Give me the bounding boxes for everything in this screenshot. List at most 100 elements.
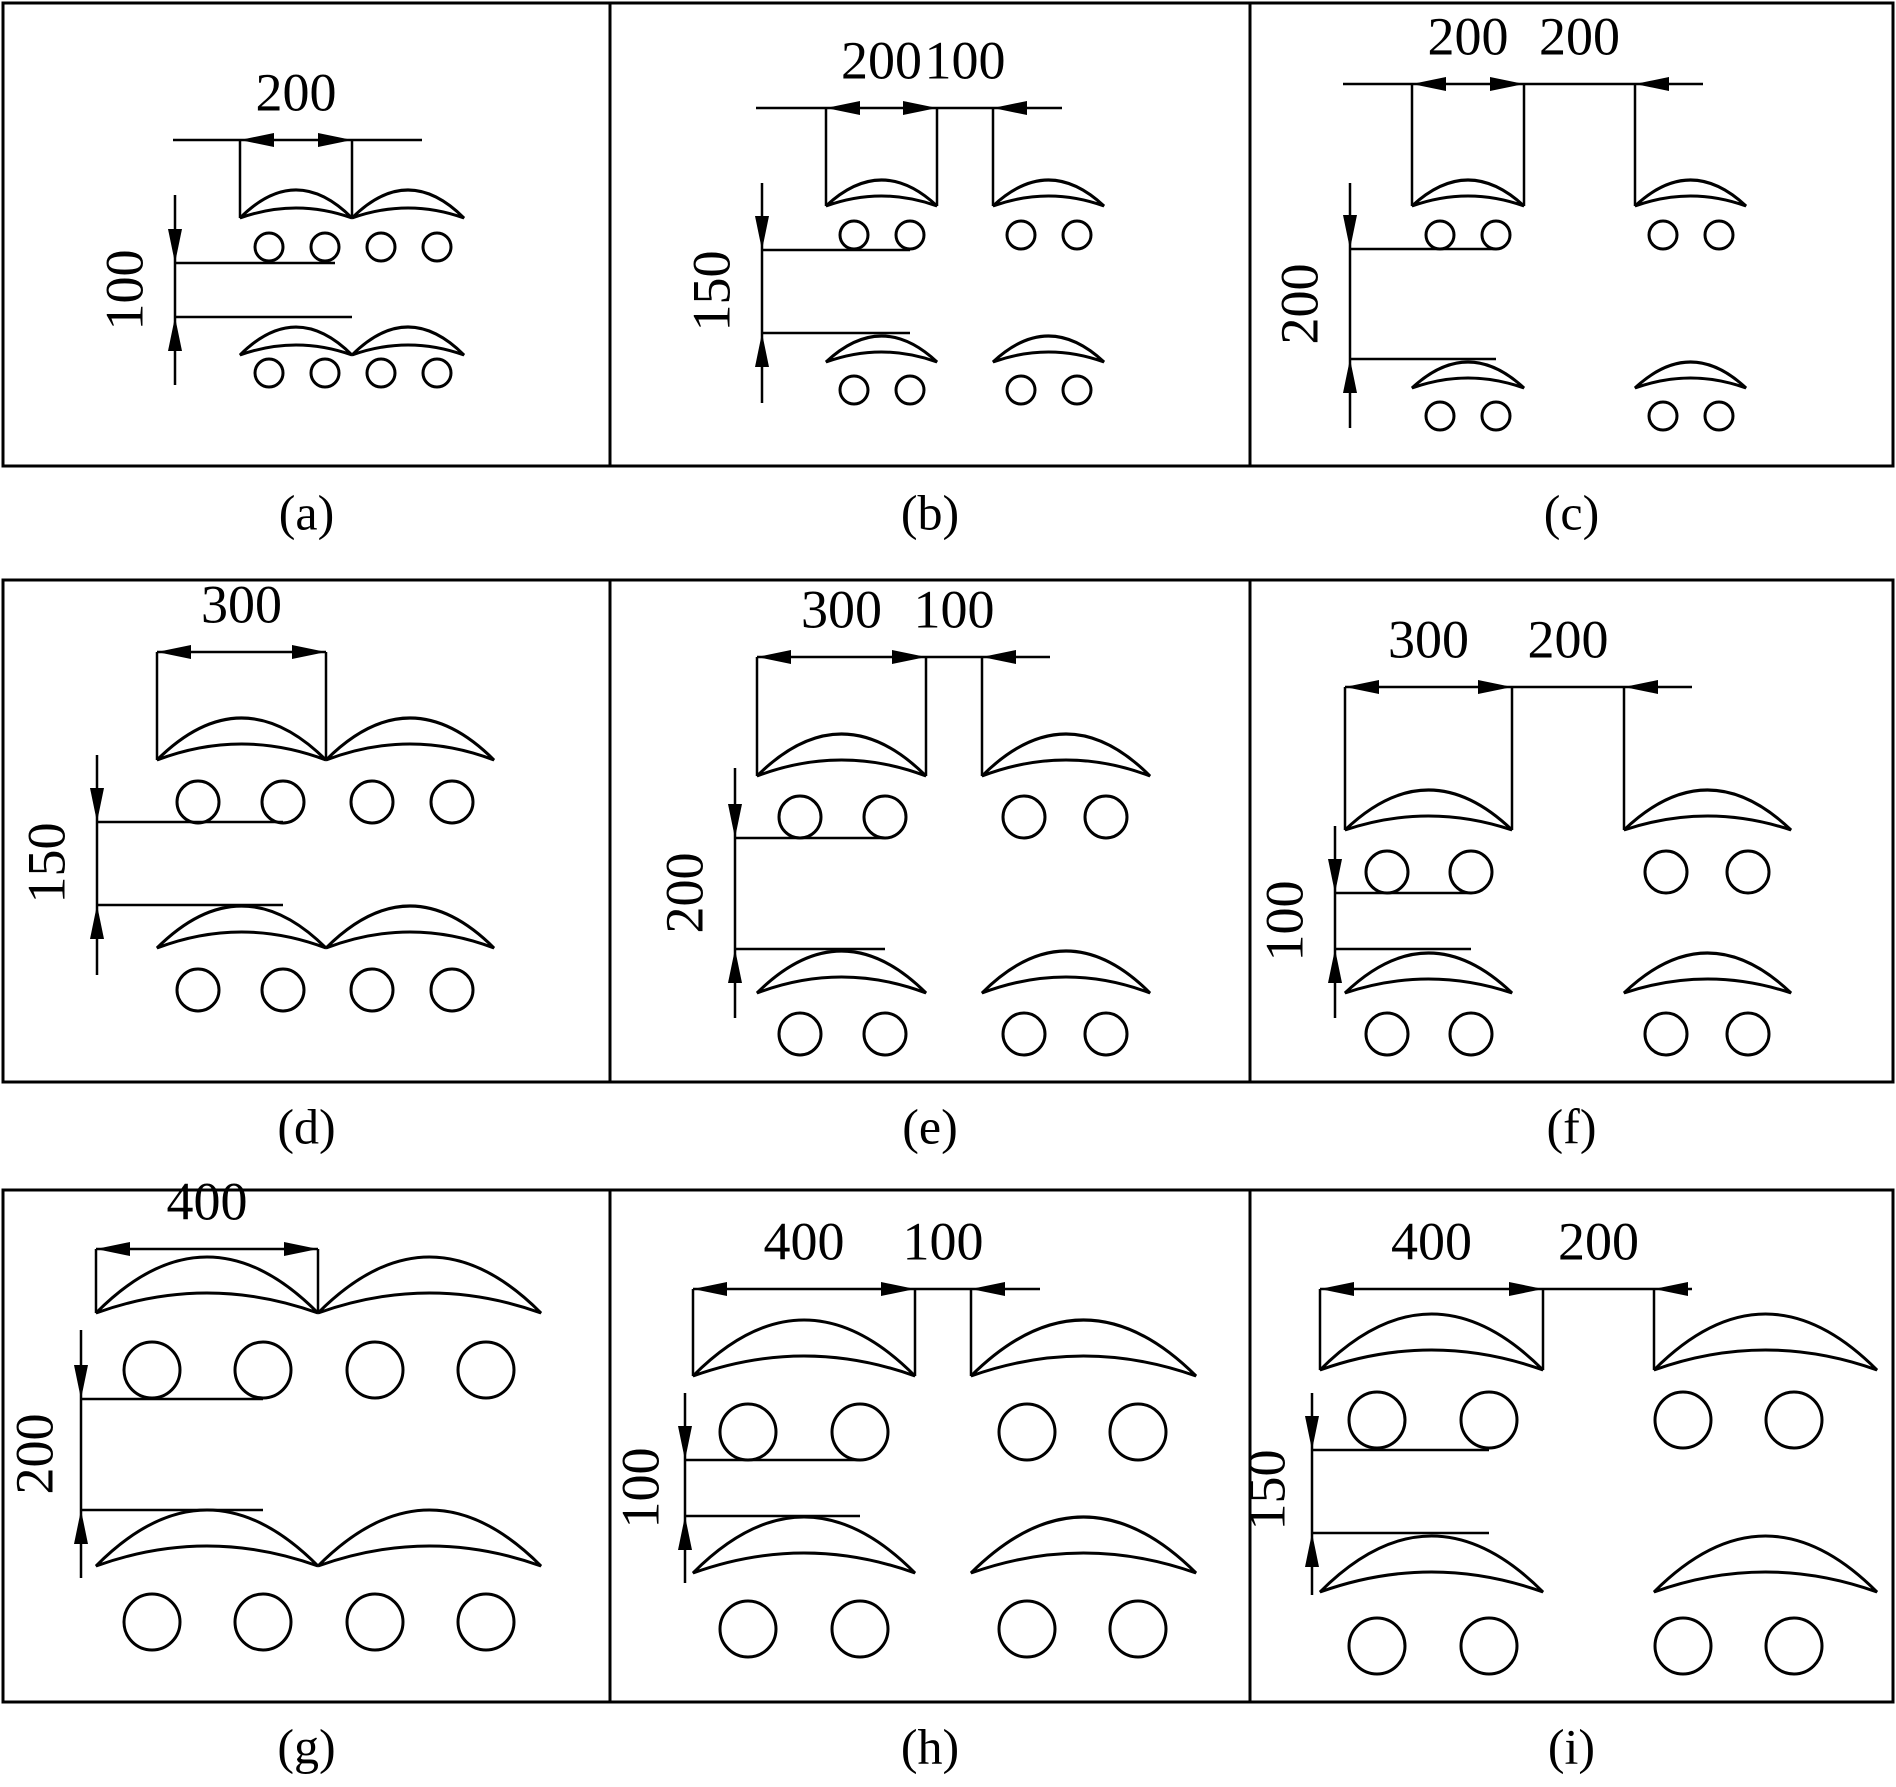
blade-section <box>691 1515 917 1575</box>
vertical-dimension-label: 200 <box>654 853 714 934</box>
bolt-circle <box>1005 374 1037 406</box>
blade-section <box>824 334 939 364</box>
arrowhead-up <box>168 317 182 351</box>
panel-caption: (a) <box>279 484 335 540</box>
blade-section <box>1633 178 1748 208</box>
arrowhead-right <box>292 645 326 659</box>
horizontal-dimension-label: 100 <box>925 30 1006 90</box>
panel-caption: (h) <box>901 1718 959 1774</box>
arrowhead-up <box>678 1516 692 1550</box>
blade-section <box>316 1508 543 1568</box>
arrowhead-right <box>903 101 937 115</box>
blade-section <box>1633 360 1748 390</box>
bolt-circle <box>1005 219 1037 251</box>
panel-frame <box>608 578 1252 1084</box>
horizontal-dimension-label: 200 <box>841 30 922 90</box>
blade-section <box>155 716 328 762</box>
bolt-circle <box>122 1340 182 1400</box>
blade-section <box>691 1318 917 1378</box>
vertical-dimension-label: 150 <box>1236 1450 1296 1531</box>
arrowhead-down <box>1343 215 1357 249</box>
arrowhead-down <box>168 229 182 263</box>
bolt-circle <box>777 794 823 840</box>
arrowhead-right <box>284 1242 318 1256</box>
arrowhead-left <box>157 645 191 659</box>
bolt-circle <box>429 779 475 825</box>
bolt-circle <box>862 794 908 840</box>
vertical-dimension-label: 100 <box>610 1448 670 1529</box>
bolt-circle <box>260 779 306 825</box>
blade-section <box>238 188 354 220</box>
blade-section <box>1622 951 1793 995</box>
horizontal-dimension-label: 400 <box>167 1171 248 1231</box>
blade-section <box>1410 178 1526 208</box>
arrowhead-down <box>90 788 104 822</box>
horizontal-dimension-label: 400 <box>1391 1211 1472 1271</box>
arrowhead-up <box>74 1510 88 1544</box>
blade-section <box>991 178 1106 208</box>
blade-section <box>1343 788 1514 832</box>
bolt-circle <box>1653 1390 1713 1450</box>
arrowhead-left <box>693 1282 727 1296</box>
bolt-circle <box>1448 849 1494 895</box>
bolt-circle <box>233 1340 293 1400</box>
bolt-circle <box>1448 1011 1494 1057</box>
vertical-dimension-label: 150 <box>681 251 741 332</box>
panel-frame <box>1248 1 1895 468</box>
arrowhead-left <box>1654 1282 1688 1296</box>
horizontal-dimension-label: 300 <box>801 579 882 639</box>
bolt-circle <box>997 1402 1057 1462</box>
bolt-circle <box>1347 1616 1407 1676</box>
bolt-circle <box>894 374 926 406</box>
arrowhead-right <box>892 650 926 664</box>
blade-section <box>755 732 928 778</box>
arrowhead-right <box>881 1282 915 1296</box>
vertical-dimension-label: 150 <box>16 823 76 904</box>
bolt-circle <box>1725 849 1771 895</box>
horizontal-dimension-label: 300 <box>201 574 282 634</box>
vertical-dimension-label: 100 <box>94 250 154 331</box>
bolt-circle <box>421 231 453 263</box>
bolt-circle <box>1061 219 1093 251</box>
arrowhead-down <box>678 1426 692 1460</box>
bolt-circle <box>1643 849 1689 895</box>
arrowhead-left <box>993 101 1027 115</box>
vertical-dimension-label: 200 <box>4 1414 64 1495</box>
bolt-circle <box>1643 1011 1689 1057</box>
horizontal-dimension-label: 400 <box>764 1211 845 1271</box>
bolt-circle <box>1083 794 1129 840</box>
bolt-circle <box>1001 794 1047 840</box>
arrowhead-left <box>1624 680 1658 694</box>
bolt-circle <box>862 1011 908 1057</box>
horizontal-dimension-label: 200 <box>1528 609 1609 669</box>
bolt-circle <box>1001 1011 1047 1057</box>
bolt-circle <box>1725 1011 1771 1057</box>
arrowhead-right <box>1509 1282 1543 1296</box>
blade-section <box>980 949 1152 995</box>
horizontal-dimension-label: 200 <box>1558 1211 1639 1271</box>
bolt-circle <box>456 1592 516 1652</box>
bolt-circle <box>1424 400 1456 432</box>
bolt-circle <box>429 967 475 1013</box>
arrowhead-right <box>318 133 352 147</box>
arrowhead-down <box>1305 1416 1319 1450</box>
bolt-circle <box>1108 1402 1168 1462</box>
blade-section <box>1622 788 1793 832</box>
bolt-circle <box>1647 219 1679 251</box>
blade-section <box>350 325 466 357</box>
blade-section <box>755 949 928 995</box>
horizontal-dimension-label: 200 <box>1539 6 1620 66</box>
blade-section <box>324 716 496 762</box>
arrowhead-up <box>755 333 769 367</box>
bolt-circle <box>253 231 285 263</box>
arrowhead-up <box>728 949 742 983</box>
panel-caption: (f) <box>1547 1098 1597 1154</box>
arrowhead-left <box>982 650 1016 664</box>
bolt-circle <box>718 1402 778 1462</box>
